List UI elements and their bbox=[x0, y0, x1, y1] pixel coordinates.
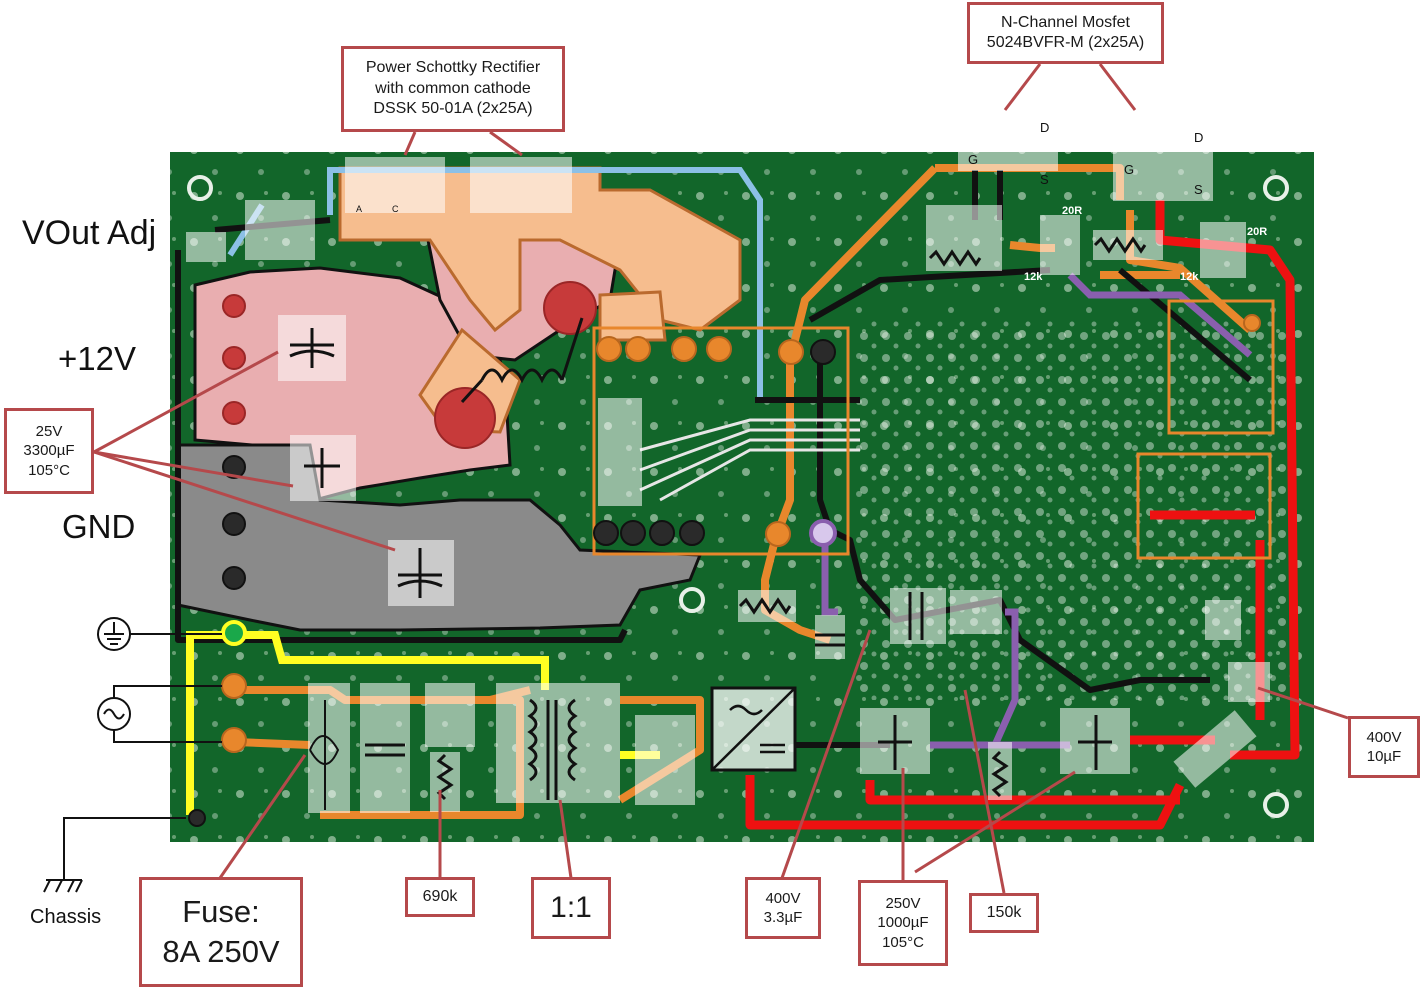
pin-a-label: A bbox=[356, 204, 362, 214]
gate-label-1: G bbox=[968, 152, 978, 167]
gnd-label: GND bbox=[62, 508, 136, 545]
yellow-trace bbox=[186, 631, 549, 815]
r20-label-2: 20R bbox=[1247, 226, 1267, 238]
mounting-holes bbox=[187, 175, 1289, 818]
chassis-symbol bbox=[43, 817, 186, 893]
pad-ground bbox=[221, 620, 247, 646]
drain-label-2: D bbox=[1194, 130, 1203, 145]
fuse-callout: Fuse: 8A 250V bbox=[139, 877, 303, 987]
component-marks: G D S G D S A C bbox=[356, 120, 1203, 214]
cap-400v-10uf-callout: 400V 10µF bbox=[1348, 716, 1420, 778]
ac-wires bbox=[113, 685, 222, 743]
leader-lines bbox=[93, 63, 1349, 894]
schottky-rectifier-callout: Power Schottky Rectifier with common cat… bbox=[341, 46, 565, 132]
symbols bbox=[289, 236, 1147, 801]
r12k-label-1: 12k bbox=[1024, 271, 1043, 283]
pin-c-label: C bbox=[392, 204, 399, 214]
pads-dark bbox=[188, 339, 836, 827]
plus12v-label: +12V bbox=[58, 340, 136, 377]
source-label-2: S bbox=[1194, 182, 1203, 197]
pad-purple bbox=[809, 519, 837, 547]
ac-source-symbol bbox=[97, 697, 131, 731]
peach-zone-2 bbox=[598, 290, 667, 342]
cap-250v-1000uf-callout: 250V 1000µF 105°C bbox=[858, 880, 948, 966]
fuse-holder-right bbox=[1173, 710, 1257, 788]
bridge-rectifier-symbol bbox=[711, 687, 796, 771]
resistor-values: 20R 20R 12k 12k bbox=[1024, 205, 1267, 283]
component-boxes bbox=[186, 115, 1270, 813]
resistor-690k-callout: 690k bbox=[405, 877, 475, 917]
ground-symbol bbox=[97, 617, 131, 651]
mosfet-callout: N-Channel Mosfet 5024BVFR-M (2x25A) bbox=[967, 2, 1164, 64]
fuse-symbol bbox=[309, 700, 340, 810]
cap-400v-3uf-callout: 400V 3.3µF bbox=[745, 877, 821, 939]
signal-lines bbox=[639, 418, 860, 502]
vout-adj-label: VOut Adj bbox=[22, 214, 157, 252]
region-boxes bbox=[592, 299, 1275, 560]
pads-orange bbox=[221, 314, 1261, 753]
pads-red bbox=[222, 281, 597, 449]
source-label-1: S bbox=[1040, 172, 1049, 187]
chassis-label: Chassis bbox=[30, 906, 102, 928]
gate-label-2: G bbox=[1124, 162, 1134, 177]
r12k-label-2: 12k bbox=[1180, 271, 1199, 283]
output-cap-callout: 25V 3300µF 105°C bbox=[4, 408, 94, 494]
resistor-150k-callout: 150k bbox=[969, 893, 1039, 933]
r20-label-1: 20R bbox=[1062, 205, 1082, 217]
transformer-ratio-callout: 1:1 bbox=[531, 877, 611, 939]
drain-label-1: D bbox=[1040, 120, 1049, 135]
